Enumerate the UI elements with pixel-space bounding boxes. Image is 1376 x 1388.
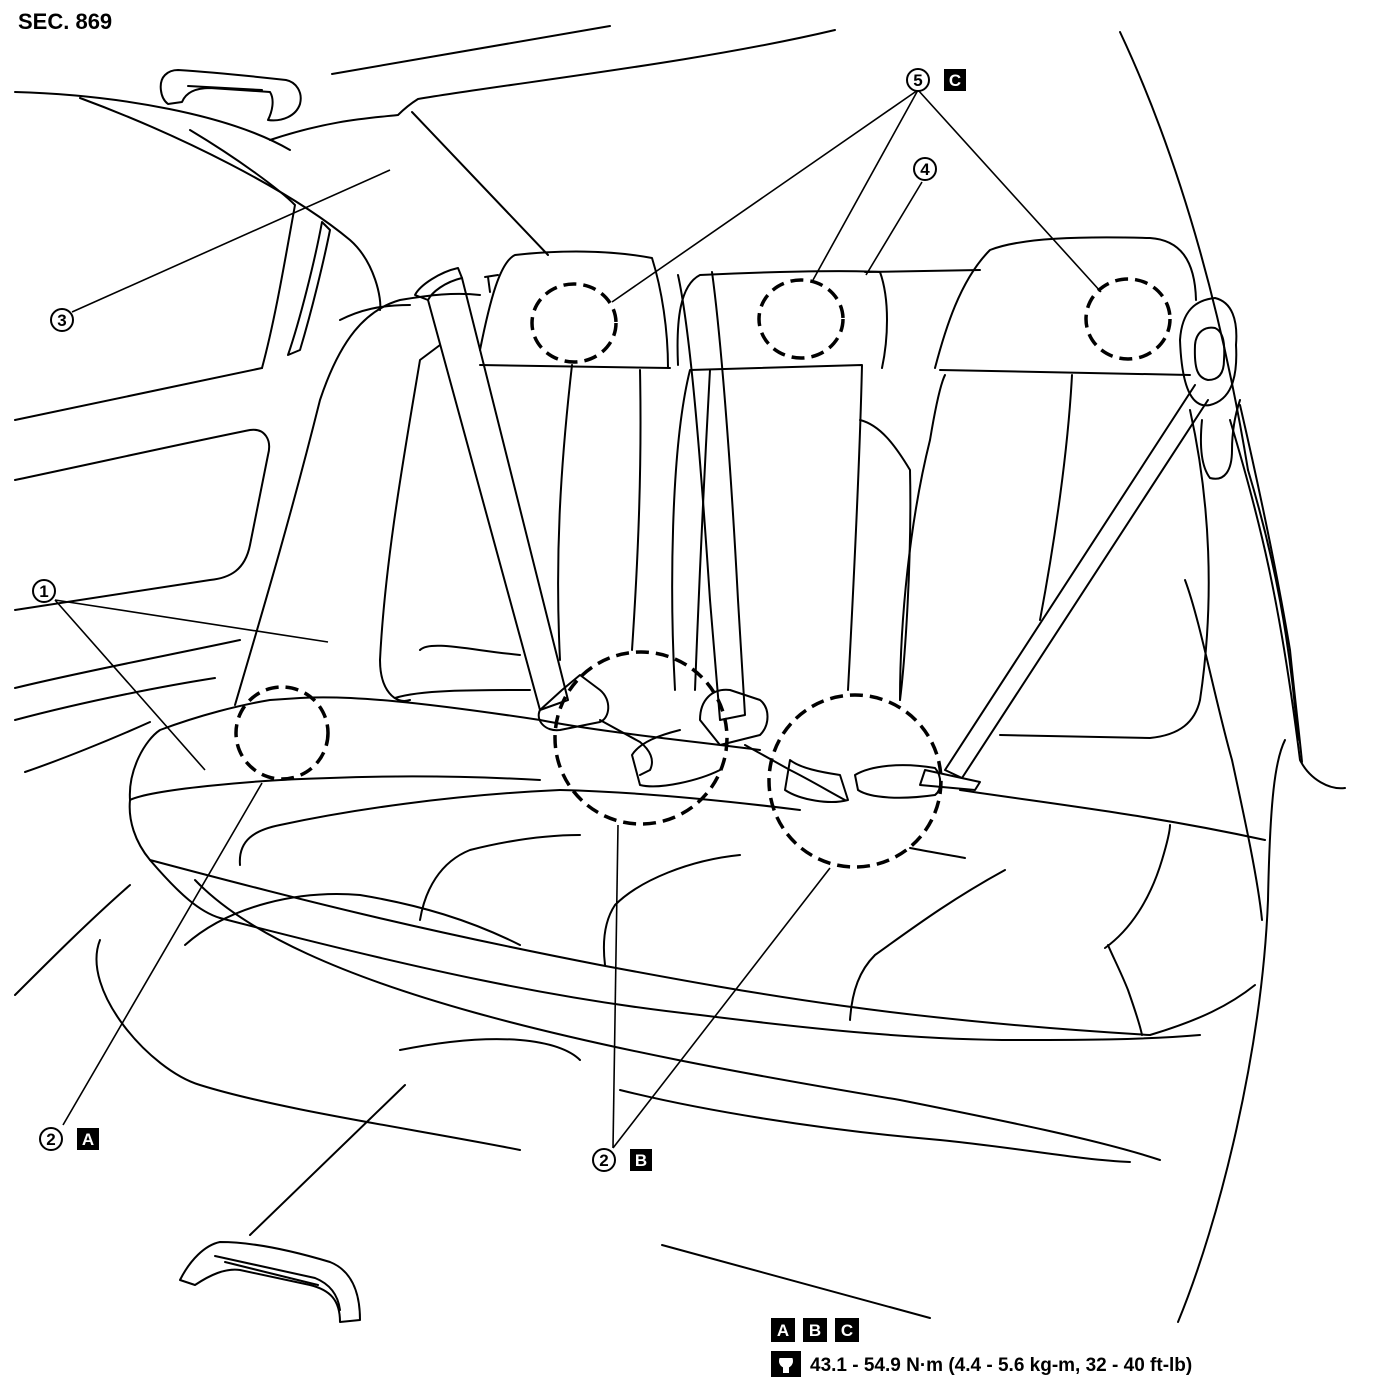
torque-legend: A B C 43.1 - 54.9 N·m (4.4 - 5.6 kg-m, 3… (771, 1318, 1192, 1377)
anchor-circle-center (553, 650, 729, 826)
callout-1-label: 1 (39, 582, 48, 601)
callout-5: 5 (906, 68, 930, 92)
headrest-circle-right (1084, 277, 1172, 361)
callout-2a: 2 (39, 1127, 63, 1151)
interior-line-art (14, 25, 1346, 1323)
anchor-circle-right (767, 693, 943, 869)
callout-4-label: 4 (920, 160, 930, 179)
callout-5-label: 5 (913, 71, 922, 90)
torque-wrench-icon (771, 1351, 801, 1377)
box-a-label: A (82, 1130, 94, 1149)
box-a-callout: A (77, 1128, 99, 1150)
callout-3-label: 3 (57, 311, 66, 330)
box-b-label: B (635, 1151, 647, 1170)
callout-2b: 2 (592, 1148, 616, 1172)
legend-box-a: A (777, 1321, 789, 1340)
box-b-callout: B (630, 1149, 652, 1171)
legend-box-b: B (809, 1321, 821, 1340)
box-c-callout: C (944, 69, 966, 91)
callout-2b-label: 2 (599, 1151, 608, 1170)
headrest-circle-left (530, 282, 618, 364)
headrest-circle-center (757, 278, 845, 360)
callout-2a-label: 2 (46, 1130, 55, 1149)
leader-lines (54, 89, 1102, 1149)
torque-spec: 43.1 - 54.9 N·m (4.4 - 5.6 kg-m, 32 - 40… (810, 1355, 1192, 1376)
mounting-point-circles (234, 277, 1172, 869)
callout-3: 3 (50, 308, 74, 332)
callout-4: 4 (913, 157, 937, 181)
section-label: SEC. 869 (18, 9, 112, 34)
seat-belts (414, 267, 1209, 803)
anchor-circle-left (234, 685, 330, 781)
callout-1: 1 (32, 579, 56, 603)
box-c-label: C (949, 71, 961, 90)
legend-box-c: C (841, 1321, 853, 1340)
